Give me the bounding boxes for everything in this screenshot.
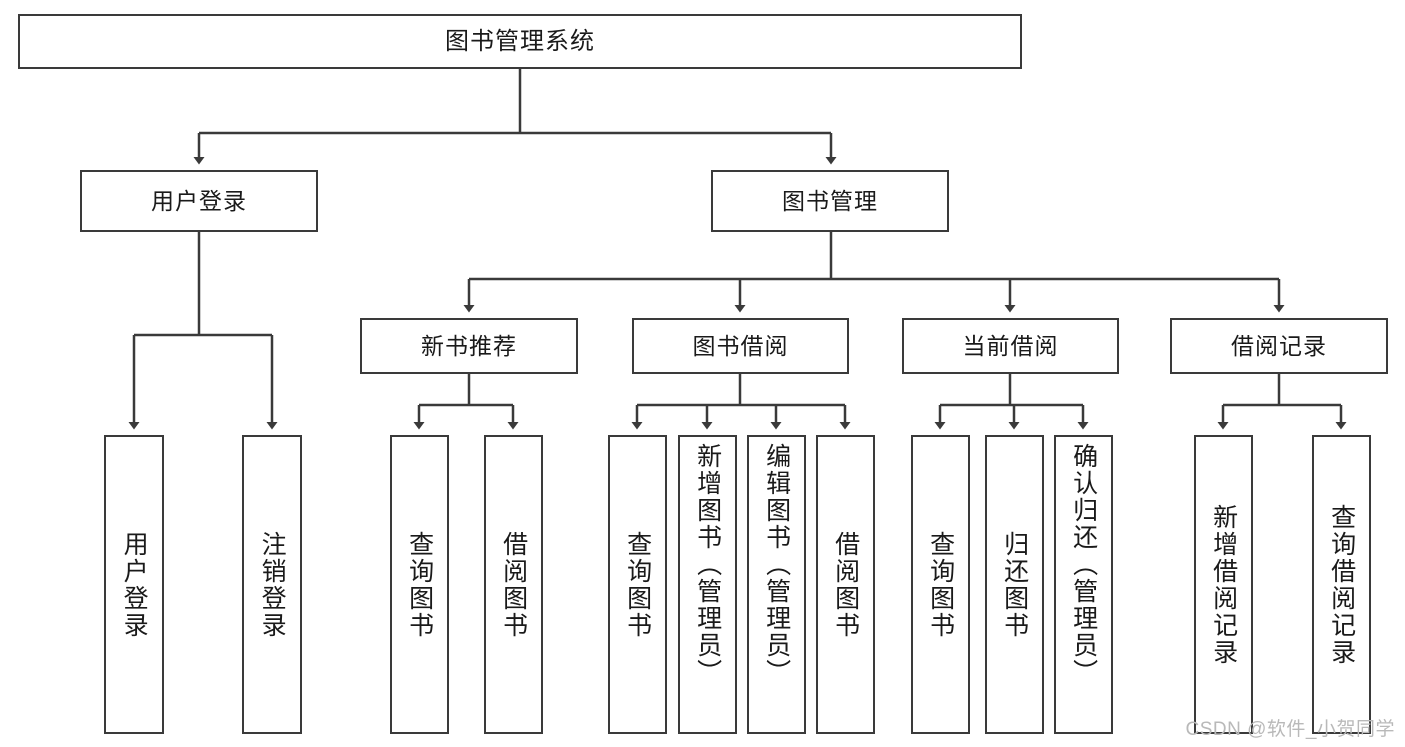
node-label: 用户登录 [120, 530, 149, 639]
node-new-book-recommendation[interactable]: 新书推荐 [360, 318, 578, 374]
node-label: 查询图书 [623, 530, 652, 639]
node-leaf-user-login[interactable]: 用户登录 [104, 435, 164, 734]
node-label: 用户登录 [151, 187, 247, 214]
node-leaf-confirm-return-admin[interactable]: 确认归还（管理员） [1054, 435, 1113, 734]
node-label: 新增借阅记录 [1209, 503, 1238, 666]
watermark-text: CSDN @软件_小贺同学 [1185, 719, 1395, 740]
node-label: 查询图书 [405, 530, 434, 639]
node-leaf-logout[interactable]: 注销登录 [242, 435, 302, 734]
node-label: 当前借阅 [962, 332, 1059, 359]
node-label: 新书推荐 [421, 332, 517, 359]
node-label: 编辑图书（管理员） [762, 443, 791, 686]
node-label: 归还图书 [1000, 530, 1029, 639]
node-user-login[interactable]: 用户登录 [80, 170, 318, 232]
node-leaf-query-book-borrow[interactable]: 查询图书 [608, 435, 667, 734]
node-leaf-query-book-current[interactable]: 查询图书 [911, 435, 970, 734]
node-label: 图书管理系统 [445, 27, 595, 55]
node-label: 借阅图书 [831, 530, 860, 639]
node-leaf-edit-book-admin[interactable]: 编辑图书（管理员） [747, 435, 806, 734]
node-root-system[interactable]: 图书管理系统 [18, 14, 1022, 69]
node-label: 查询借阅记录 [1327, 503, 1356, 666]
node-leaf-borrow-book[interactable]: 借阅图书 [816, 435, 875, 734]
node-leaf-query-book-rec[interactable]: 查询图书 [390, 435, 449, 734]
node-label: 注销登录 [258, 530, 287, 639]
node-book-borrowing[interactable]: 图书借阅 [632, 318, 849, 374]
node-label: 查询图书 [926, 530, 955, 639]
node-label: 确认归还（管理员） [1069, 443, 1098, 686]
node-leaf-return-book[interactable]: 归还图书 [985, 435, 1044, 734]
node-label: 借阅图书 [499, 530, 528, 639]
node-current-borrowing[interactable]: 当前借阅 [902, 318, 1119, 374]
node-leaf-query-borrow-record[interactable]: 查询借阅记录 [1312, 435, 1371, 734]
node-leaf-add-borrow-record[interactable]: 新增借阅记录 [1194, 435, 1253, 734]
node-leaf-add-book-admin[interactable]: 新增图书（管理员） [678, 435, 737, 734]
node-borrowing-record[interactable]: 借阅记录 [1170, 318, 1388, 374]
node-leaf-borrow-book-rec[interactable]: 借阅图书 [484, 435, 543, 734]
node-label: 图书借阅 [692, 332, 789, 359]
node-label: 借阅记录 [1231, 332, 1327, 359]
node-label: 新增图书（管理员） [693, 443, 722, 686]
node-book-management[interactable]: 图书管理 [711, 170, 949, 232]
node-label: 图书管理 [782, 187, 878, 214]
